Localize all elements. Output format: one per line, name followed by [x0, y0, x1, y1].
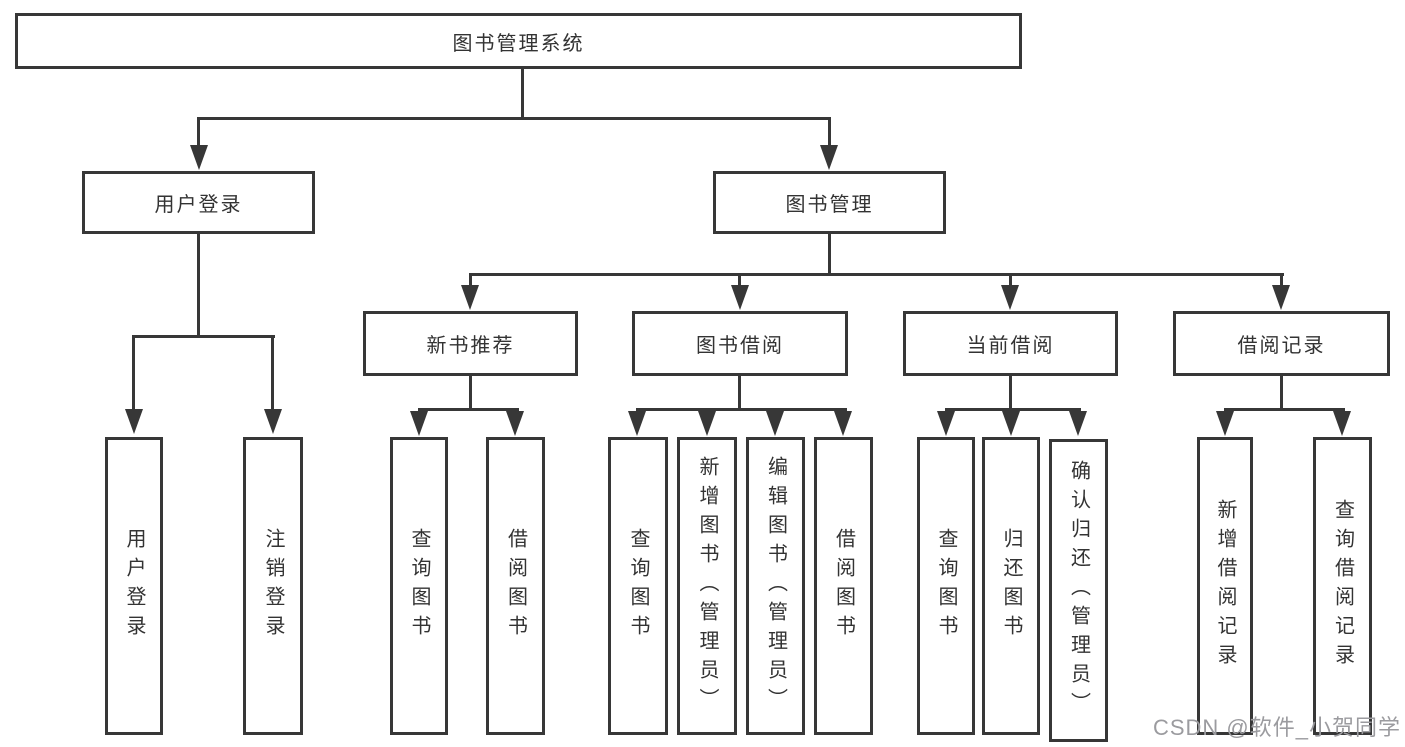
connector-line	[469, 375, 472, 411]
arrow-down-icon	[461, 285, 479, 310]
node-user-login: 用户登录	[82, 171, 315, 234]
arrow-down-icon	[125, 409, 143, 434]
node-borrow-records: 借阅记录	[1173, 311, 1390, 376]
connector-line	[521, 69, 524, 118]
leaf-query-book-recommend-label: 查询图书	[408, 528, 430, 644]
arrow-down-icon	[1272, 285, 1290, 310]
connector-line	[271, 335, 274, 413]
connector-line	[1009, 375, 1012, 411]
node-book-borrow: 图书借阅	[632, 311, 848, 376]
connector-line	[1224, 408, 1345, 411]
arrow-down-icon	[834, 411, 852, 436]
arrow-down-icon	[1069, 411, 1087, 436]
leaf-query-book-recommend: 查询图书	[390, 437, 448, 735]
connector-line	[738, 273, 741, 288]
connector-line	[1009, 273, 1012, 288]
node-new-book-recommend: 新书推荐	[363, 311, 578, 376]
node-current-borrow: 当前借阅	[903, 311, 1118, 376]
arrow-down-icon	[1002, 411, 1020, 436]
node-book-borrow-label: 图书借阅	[696, 335, 784, 357]
leaf-query-borrow-record-label: 查询借阅记录	[1331, 499, 1354, 673]
leaf-user-login: 用户登录	[105, 437, 163, 735]
arrow-down-icon	[190, 145, 208, 170]
leaf-add-borrow-record-label: 新增借阅记录	[1214, 499, 1236, 673]
leaf-borrow-book-label: 借阅图书	[832, 528, 855, 644]
leaf-query-book-borrow: 查询图书	[608, 437, 668, 735]
arrow-down-icon	[410, 411, 428, 436]
node-book-management: 图书管理	[713, 171, 946, 234]
leaf-query-book-current: 查询图书	[917, 437, 975, 735]
connector-line	[828, 234, 831, 276]
watermark: CSDN @软件_小贺同学	[1152, 715, 1401, 740]
leaf-query-book-current-label: 查询图书	[935, 528, 957, 644]
connector-line	[197, 234, 200, 338]
leaf-return-book-label: 归还图书	[1000, 528, 1022, 644]
arrow-down-icon	[820, 145, 838, 170]
leaf-confirm-return-admin-label: 确认归还（管理员）	[1067, 460, 1090, 721]
connector-line	[828, 117, 831, 147]
connector-line	[469, 273, 472, 288]
leaf-logout-login: 注销登录	[243, 437, 303, 735]
leaf-add-borrow-record: 新增借阅记录	[1197, 437, 1253, 735]
leaf-edit-book-admin: 编辑图书（管理员）	[746, 437, 805, 735]
node-root-label: 图书管理系统	[452, 32, 585, 55]
connector-line	[738, 375, 741, 411]
arrow-down-icon	[1216, 411, 1234, 436]
connector-line	[469, 273, 1284, 276]
arrow-down-icon	[1333, 411, 1351, 436]
leaf-borrow-book-recommend-label: 借阅图书	[504, 528, 527, 644]
arrow-down-icon	[766, 411, 784, 436]
arrow-down-icon	[628, 411, 646, 436]
node-borrow-records-label: 借阅记录	[1237, 335, 1326, 357]
leaf-add-book-admin-label: 新增图书（管理员）	[696, 455, 718, 717]
leaf-borrow-book-recommend: 借阅图书	[486, 437, 545, 735]
node-user-login-label: 用户登录	[154, 194, 243, 216]
node-book-management-label: 图书管理	[785, 194, 874, 216]
leaf-query-book-borrow-label: 查询图书	[627, 528, 649, 644]
connector-line	[418, 408, 519, 411]
node-root: 图书管理系统	[15, 13, 1022, 69]
leaf-query-borrow-record: 查询借阅记录	[1313, 437, 1372, 735]
arrow-down-icon	[506, 411, 524, 436]
connector-line	[197, 117, 200, 147]
arrow-down-icon	[937, 411, 955, 436]
arrow-down-icon	[1001, 285, 1019, 310]
arrow-down-icon	[698, 411, 716, 436]
connector-line	[1280, 375, 1283, 411]
connector-line	[132, 335, 275, 338]
leaf-user-login-label: 用户登录	[123, 528, 145, 644]
arrow-down-icon	[731, 285, 749, 310]
connector-line	[1280, 273, 1283, 288]
connector-line	[197, 117, 831, 120]
connector-line	[132, 335, 135, 413]
arrow-down-icon	[264, 409, 282, 434]
connector-line	[945, 408, 1081, 411]
leaf-borrow-book: 借阅图书	[814, 437, 873, 735]
node-new-book-recommend-label: 新书推荐	[426, 335, 515, 357]
node-current-borrow-label: 当前借阅	[966, 335, 1055, 357]
leaf-confirm-return-admin: 确认归还（管理员）	[1049, 439, 1108, 742]
leaf-logout-login-label: 注销登录	[262, 528, 284, 644]
leaf-return-book: 归还图书	[982, 437, 1040, 735]
leaf-edit-book-admin-label: 编辑图书（管理员）	[764, 455, 787, 717]
leaf-add-book-admin: 新增图书（管理员）	[677, 437, 737, 735]
connector-line	[636, 408, 847, 411]
